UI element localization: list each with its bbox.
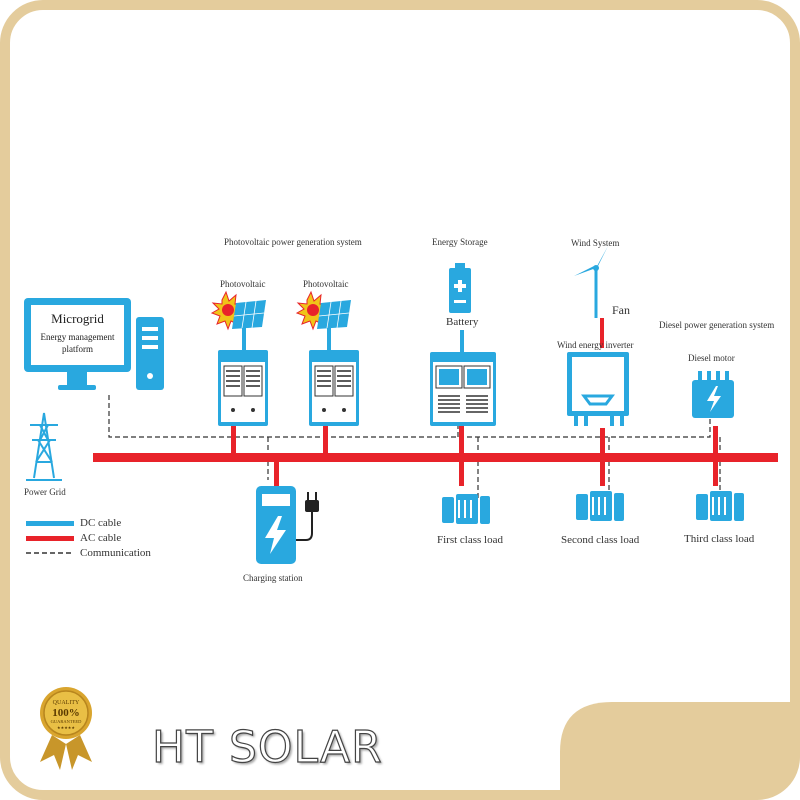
pv-inverter-cabinet-2 xyxy=(309,350,359,426)
ac-bus xyxy=(93,453,778,462)
microgrid-title: Microgrid xyxy=(51,311,104,326)
microgrid-line1: Energy management xyxy=(40,332,115,342)
dc-links xyxy=(242,326,464,352)
energy-storage-cabinet xyxy=(430,352,496,426)
legend-dc-swatch xyxy=(26,521,74,526)
pv2-label: Photovoltaic xyxy=(303,279,349,289)
microgrid-line2: platform xyxy=(62,344,93,354)
computer-tower-icon xyxy=(136,317,164,390)
legend-comm-label: Communication xyxy=(80,547,151,559)
charging-station-icon xyxy=(256,486,319,564)
microgrid-monitor-icon xyxy=(24,298,131,390)
solar-panel-icon-1 xyxy=(232,300,266,329)
badge-line1: QUALITY xyxy=(53,700,80,706)
corner-accent xyxy=(560,702,795,795)
power-grid-label: Power Grid xyxy=(24,487,66,497)
ac-drops xyxy=(231,318,718,486)
legend-ac-label: AC cable xyxy=(80,532,122,544)
badge-line2: 100% xyxy=(52,707,80,719)
charging-station-label: Charging station xyxy=(243,573,303,583)
wind-turbine-icon xyxy=(574,246,612,318)
first-load-icon xyxy=(442,494,490,524)
fan-label: Fan xyxy=(612,303,630,317)
diesel-system-title: Diesel power generation system xyxy=(659,320,775,330)
third-load-icon xyxy=(696,491,744,521)
legend-dc-label: DC cable xyxy=(80,517,122,529)
pv-system-title: Photovoltaic power generation system xyxy=(224,237,362,247)
pv1-label: Photovoltaic xyxy=(220,279,266,289)
third-load-label: Third class load xyxy=(684,533,755,545)
second-load-label: Second class load xyxy=(561,534,640,546)
battery-label: Battery xyxy=(446,316,479,328)
diesel-motor-icon xyxy=(692,371,734,418)
badge-stars: ★★★★★ xyxy=(57,725,75,730)
badge-line3: GUARANTEED xyxy=(51,719,82,724)
legend-swatches xyxy=(26,521,74,554)
legend-ac-swatch xyxy=(26,536,74,541)
solar-panel-icon-2 xyxy=(317,300,351,329)
power-grid-tower-icon xyxy=(26,412,62,481)
quality-badge-icon: QUALITY 100% GUARANTEED ★★★★★ xyxy=(40,687,92,770)
second-load-icon xyxy=(576,491,624,521)
diesel-motor-label: Diesel motor xyxy=(688,353,735,363)
battery-icon xyxy=(449,263,471,313)
first-load-label: First class load xyxy=(437,534,503,546)
energy-storage-title: Energy Storage xyxy=(432,237,488,247)
wind-system-title: Wind System xyxy=(571,238,620,248)
wind-inverter-icon xyxy=(567,352,629,426)
brand-wordmark: HT SOLAR xyxy=(151,721,383,773)
wind-inverter-label: Wind energy inverter xyxy=(557,340,634,350)
pv-inverter-cabinet-1 xyxy=(218,350,268,426)
